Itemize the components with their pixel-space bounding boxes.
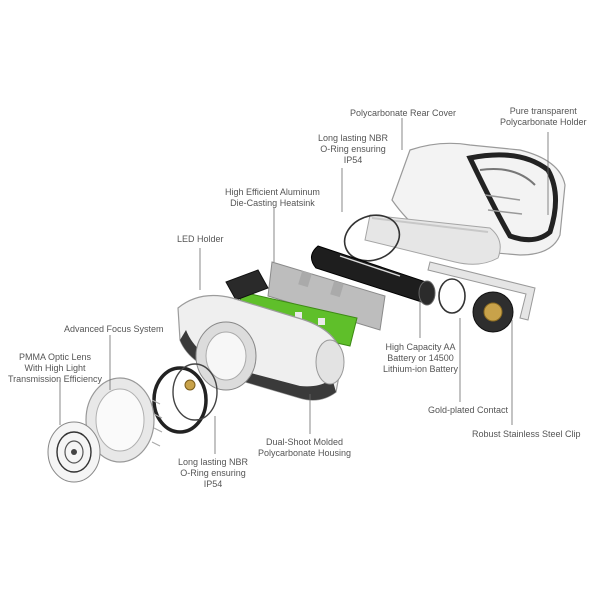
label-lens-line-1: PMMA Optic Lens [19, 352, 92, 362]
label-heatsink-line-2: Die-Casting Heatsink [230, 198, 315, 208]
label-heatsink: High Efficient Aluminum Die-Casting Heat… [225, 187, 320, 209]
label-housing-line-1: Dual-Shoot Molded [266, 437, 344, 447]
steel-clip [427, 261, 536, 321]
label-gold-contact: Gold-plated Contact [428, 405, 509, 415]
gold-contact [438, 278, 514, 333]
o-ring-bottom-inner [172, 363, 218, 421]
leader-lines [59, 118, 549, 454]
label-rear-cover: Polycarbonate Rear Cover [350, 108, 457, 118]
label-steel-clip: Robust Stainless Steel Clip [472, 429, 581, 439]
label-oring-top-line-3: IP54 [343, 155, 363, 165]
focus-ring [85, 377, 163, 463]
led-emitter [184, 379, 196, 391]
label-optic-lens: PMMA Optic Lens With High Light Transmis… [8, 352, 102, 385]
label-housing-line-2: Polycarbonate Housing [258, 448, 352, 458]
label-lens-line-3: Transmission Efficiency [8, 374, 103, 384]
label-battery: High Capacity AA Battery or 14500 Lithiu… [383, 342, 458, 375]
label-oring-top-line-2: O-Ring ensuring [320, 144, 386, 154]
label-o-ring-bottom: Long lasting NBR O-Ring ensuring IP54 [178, 457, 248, 490]
label-lens-line-2: With High Light [24, 363, 86, 373]
housing [177, 295, 345, 401]
led-holder [225, 269, 269, 301]
optic-lens [47, 421, 101, 483]
label-led-holder: LED Holder [177, 234, 224, 244]
label-oring-top-line-1: Long lasting NBR [318, 133, 389, 143]
label-heatsink-line-1: High Efficient Aluminum [225, 187, 320, 197]
label-oring-bottom-line-3: IP54 [203, 479, 223, 489]
label-focus-system: Advanced Focus System [64, 324, 164, 334]
o-ring-top [343, 214, 401, 262]
heatsink [267, 261, 386, 331]
label-housing: Dual-Shoot Molded Polycarbonate Housing [258, 437, 351, 459]
label-oring-bottom-line-1: Long lasting NBR [178, 457, 249, 467]
label-holder-line-2: Polycarbonate Holder [500, 117, 587, 127]
o-ring-bottom [152, 366, 208, 434]
label-o-ring-top: Long lasting NBR O-Ring ensuring IP54 [318, 133, 388, 166]
label-holder-line-1: Pure transparent [509, 106, 577, 116]
label-battery-line-2: Battery or 14500 [387, 353, 454, 363]
battery [311, 245, 436, 306]
label-battery-line-1: High Capacity AA [385, 342, 456, 352]
label-transparent-holder: Pure transparent Polycarbonate Holder [500, 106, 587, 128]
label-battery-line-3: Lithium-ion Battery [383, 364, 459, 374]
label-oring-bottom-line-2: O-Ring ensuring [180, 468, 246, 478]
